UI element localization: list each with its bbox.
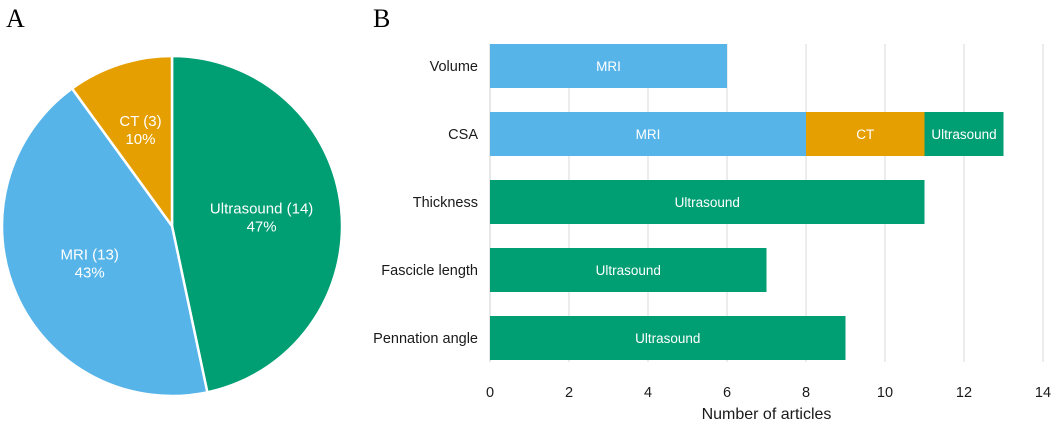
bar-segment-mri <box>490 44 727 88</box>
bar-segment-ultrasound <box>490 180 925 224</box>
bar-segment-label-mri: MRI <box>636 127 661 142</box>
bar-segment-ultrasound <box>490 248 767 292</box>
pie-label-ct: CT (3) <box>119 113 161 130</box>
bar-segment-ct <box>806 112 925 156</box>
category-label: Thickness <box>413 195 478 211</box>
bar-segment-label-mri: MRI <box>596 59 621 74</box>
pie-chart: Ultrasound (14)47% MRI (13)43% CT (3)10% <box>0 54 344 398</box>
category-label: CSA <box>448 127 478 143</box>
x-tick-label: 12 <box>956 385 972 401</box>
category-label: Volume <box>430 59 478 75</box>
pie-slice-ultrasound <box>170 54 344 394</box>
bar-segment-mri <box>490 112 806 156</box>
x-tick-label: 4 <box>644 385 652 401</box>
pie-percent-ultrasound: 47% <box>247 219 277 236</box>
bar-segment-ultrasound <box>924 112 1004 156</box>
x-tick-label: 6 <box>723 385 731 401</box>
x-tick-label: 8 <box>802 385 810 401</box>
bar-segment-label-ultrasound: Ultrasound <box>635 331 700 346</box>
bar-segment-label-ct: CT <box>856 127 874 142</box>
bar-segment-ultrasound <box>490 316 846 360</box>
category-label: Pennation angle <box>373 331 478 347</box>
x-tick-label: 2 <box>565 385 573 401</box>
bar-segment-label-ultrasound: Ultrasound <box>596 263 661 278</box>
pie-percent-mri: 43% <box>75 265 105 282</box>
panel-b-letter: B <box>373 4 390 33</box>
pie-label-ultrasound: Ultrasound (14) <box>210 201 313 218</box>
bar-segment-label-ultrasound: Ultrasound <box>931 127 996 142</box>
panel-a-letter: A <box>6 4 25 33</box>
x-tick-label: 0 <box>486 385 494 401</box>
pie-percent-ct: 10% <box>125 131 155 148</box>
x-axis-title: Number of articles <box>702 406 832 423</box>
x-tick-label: 10 <box>877 385 893 401</box>
pie-label-mri: MRI (13) <box>61 247 119 264</box>
x-tick-label: 14 <box>1035 385 1051 401</box>
category-label: Fascicle length <box>381 263 478 279</box>
pie-slice-ct <box>70 54 174 230</box>
pie-slice-mri <box>0 86 209 398</box>
bar-segment-label-ultrasound: Ultrasound <box>675 195 740 210</box>
